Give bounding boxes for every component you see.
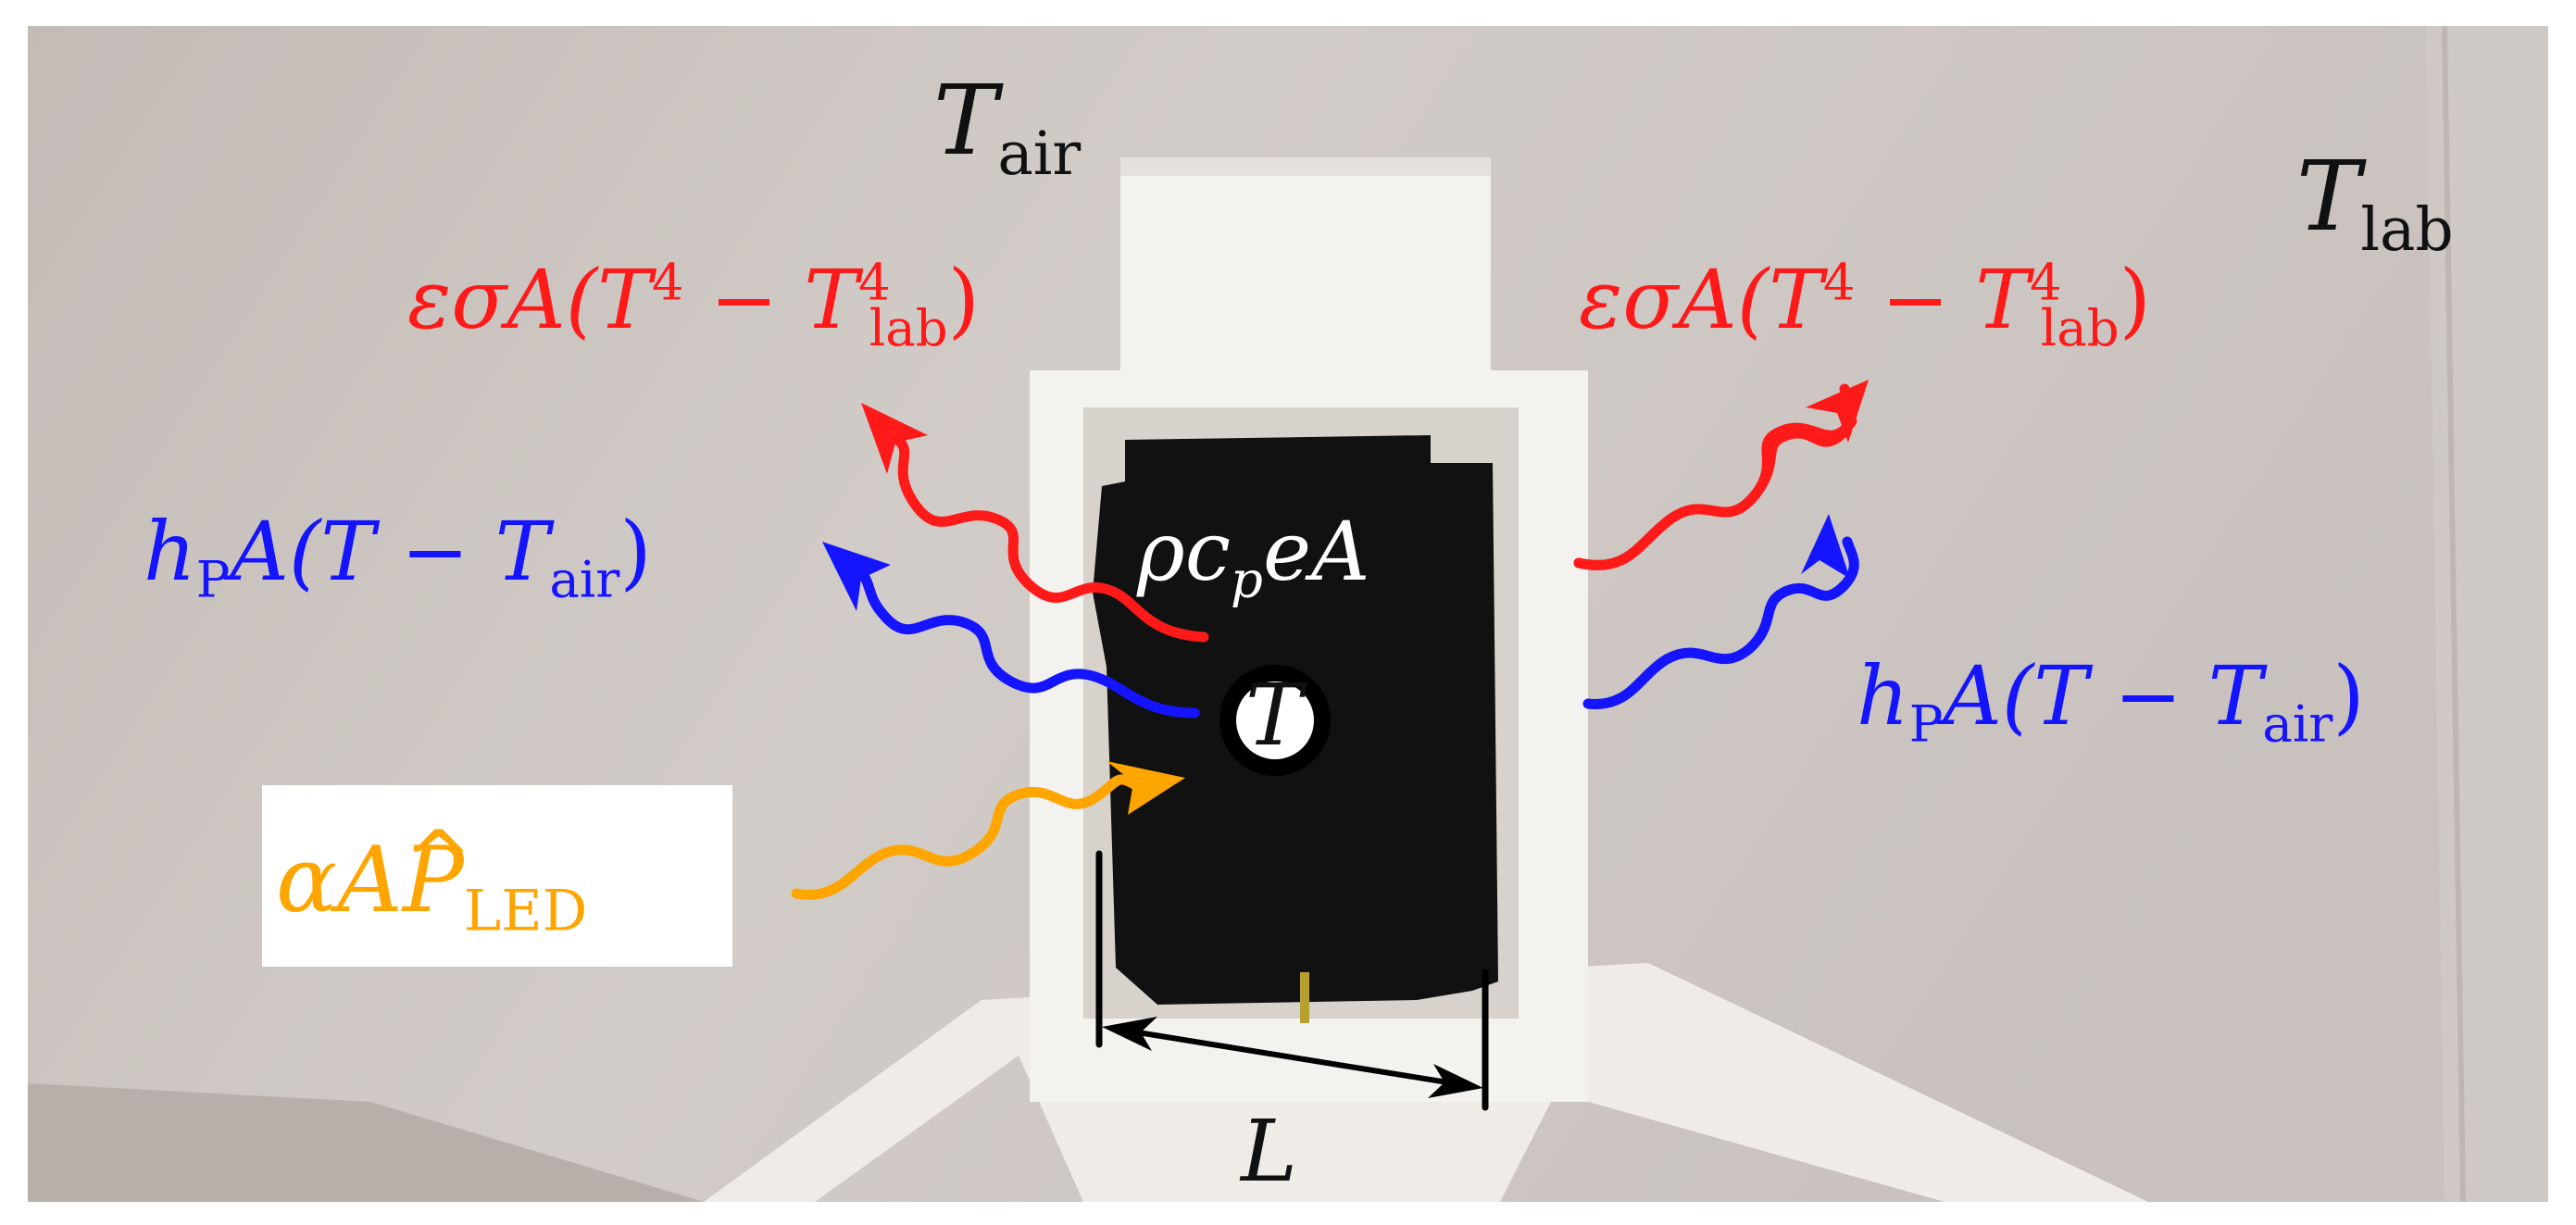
plate-stand bbox=[1300, 972, 1309, 1023]
storage-label: ρcpeA bbox=[1137, 504, 1370, 609]
radiation-right-curve bbox=[1573, 383, 1857, 570]
led-label-box bbox=[262, 785, 732, 967]
radiation-left-head bbox=[861, 403, 928, 474]
temperature-node bbox=[1236, 681, 1314, 759]
hat-accent: ^ bbox=[404, 813, 473, 909]
flux-arrows-clean bbox=[791, 380, 1869, 900]
convection-left-label: hPA(T − Tair) bbox=[144, 504, 652, 609]
length-label: L bbox=[1241, 1102, 1298, 1201]
radiation-right-head bbox=[1806, 380, 1869, 443]
photo bbox=[28, 25, 2548, 1203]
led-power-label: αA^PLED bbox=[276, 813, 588, 944]
length-arrow-head-left bbox=[1102, 1017, 1157, 1051]
t-air-label: Tair bbox=[933, 64, 1082, 189]
length-arrow-head-right bbox=[1428, 1064, 1483, 1098]
convection-right-label: hPA(T − Tair) bbox=[1857, 648, 2365, 754]
t-lab-label: Tlab bbox=[2296, 140, 2454, 265]
led-arrow bbox=[791, 774, 1144, 900]
holder-base-shade bbox=[28, 1083, 704, 1202]
length-arrow-line bbox=[1118, 1027, 1468, 1088]
wall-corner-edge bbox=[2442, 25, 2466, 1203]
temperature-label: T bbox=[1245, 666, 1303, 765]
radiation-left-arrow bbox=[883, 430, 1209, 643]
radiation-right-label: εσA(T4 − T4lab) bbox=[1579, 252, 2152, 357]
convection-left-arrow bbox=[846, 559, 1200, 719]
length-dimension bbox=[1095, 850, 1489, 1111]
convection-right-head bbox=[1801, 514, 1850, 579]
convection-right-arrow bbox=[1582, 536, 1859, 709]
led-arrow-head bbox=[1107, 761, 1185, 815]
convection-left-head bbox=[822, 542, 891, 611]
holder-top-shade bbox=[1120, 157, 1491, 176]
radiation-left-label: εσA(T4 − T4lab) bbox=[407, 252, 981, 357]
